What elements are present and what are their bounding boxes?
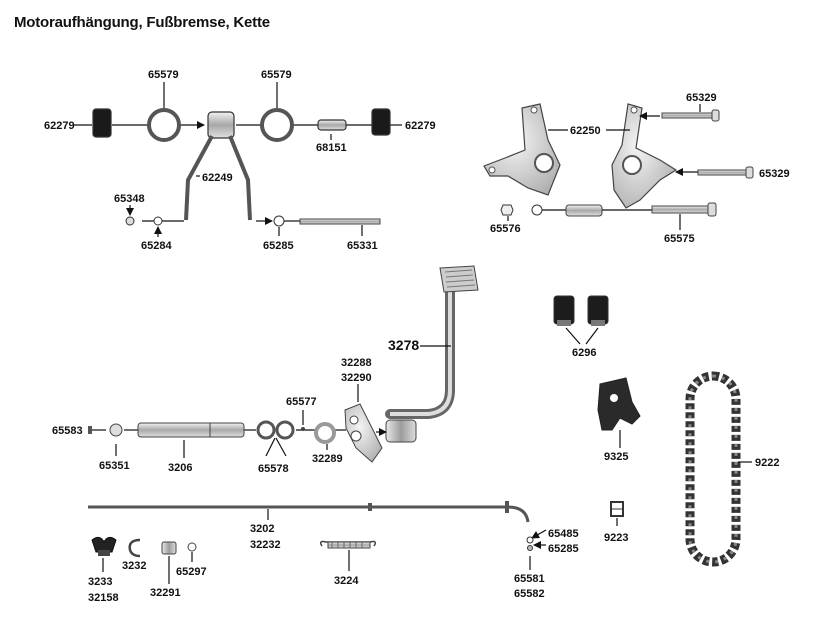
bracket-plate-right-icon (611, 103, 678, 209)
washer-ring-right-icon (260, 108, 294, 142)
drive-chain-icon (685, 371, 741, 567)
label-65577: 65577 (286, 396, 317, 408)
brake-rod-sleeve-icon (137, 422, 245, 438)
tube-spacer-icon (565, 204, 603, 217)
label-32290: 32290 (341, 372, 372, 384)
rubber-bushing-right-icon (371, 108, 391, 136)
nut-right-icon (500, 204, 514, 216)
label-65285-bot: 65285 (548, 543, 579, 555)
label-65329-mid: 65329 (759, 168, 790, 180)
label-3233: 3233 (88, 576, 112, 588)
label-68151: 68151 (316, 142, 347, 154)
label-65575: 65575 (664, 233, 695, 245)
return-spring-icon (319, 540, 377, 549)
chain-link-icon (610, 501, 624, 517)
bracket-plate-left-icon (483, 103, 561, 196)
label-65581: 65581 (514, 573, 545, 585)
label-32288: 32288 (341, 357, 372, 369)
label-62279-right: 62279 (405, 120, 436, 132)
bracket-leg-left-icon (184, 135, 214, 221)
label-32232: 32232 (250, 539, 281, 551)
rubber-block-right-icon (587, 295, 609, 325)
chain-guide-icon (597, 377, 641, 431)
label-3206: 3206 (168, 462, 192, 474)
rubber-bushing-left-icon (92, 108, 112, 138)
pedal-pad-icon (439, 265, 479, 293)
label-3224: 3224 (334, 575, 359, 587)
wing-nut-icon (91, 536, 117, 556)
label-62279-left: 62279 (44, 120, 75, 132)
bracket-plates-group (483, 103, 754, 230)
washer-a-icon (256, 420, 276, 440)
label-62249: 62249 (202, 172, 233, 184)
rubber-block-left-icon (553, 295, 575, 325)
washer-small-2-icon (273, 215, 285, 227)
brake-pedal-group (88, 265, 479, 463)
bracket-head-icon (207, 111, 235, 139)
label-9325: 9325 (604, 451, 628, 463)
label-65284: 65284 (141, 240, 172, 252)
lever-arm-icon (344, 403, 383, 463)
label-65582: 65582 (514, 588, 545, 600)
small-washer-icon (187, 542, 197, 552)
label-65485: 65485 (548, 528, 579, 540)
label-9223: 9223 (604, 532, 628, 544)
label-6296: 6296 (572, 347, 596, 359)
label-32289: 32289 (312, 453, 343, 465)
spacer-sleeve-icon (317, 119, 347, 131)
engine-mount-group (74, 82, 402, 237)
brake-rod-group (88, 501, 547, 584)
bolt-lower-icon (651, 205, 709, 214)
bolt-mid-icon (697, 169, 747, 176)
washer-ring-left-icon (147, 108, 181, 142)
label-65351: 65351 (99, 460, 130, 472)
label-3202: 3202 (250, 523, 274, 535)
label-65285-top: 65285 (263, 240, 294, 252)
pin-sleeve-icon (161, 541, 177, 555)
washer-small-icon (153, 216, 163, 226)
label-65579-right: 65579 (261, 69, 292, 81)
label-32291: 32291 (150, 587, 181, 599)
nut-icon (125, 216, 135, 226)
label-3278: 3278 (388, 337, 419, 353)
label-3232: 3232 (122, 560, 146, 572)
label-65579-left: 65579 (148, 69, 179, 81)
page-title: Motoraufhängung, Fußbremse, Kette (14, 14, 270, 31)
clevis-nut-icon (109, 423, 123, 437)
bolt-top-icon (661, 112, 713, 119)
label-9222: 9222 (755, 457, 779, 469)
label-65578: 65578 (258, 463, 289, 475)
label-65348: 65348 (114, 193, 145, 205)
chain-parts-group (553, 295, 752, 567)
washer-c-icon (314, 422, 336, 444)
bracket-leg-right-icon (228, 135, 252, 221)
label-65583: 65583 (52, 425, 83, 437)
label-65329-top: 65329 (686, 92, 717, 104)
long-brake-rod-icon (88, 505, 530, 523)
label-62250: 62250 (570, 125, 601, 137)
spring-clip-icon (128, 538, 141, 558)
washer-right-icon (531, 204, 543, 216)
label-32158: 32158 (88, 592, 119, 604)
washer-b-icon (275, 420, 295, 440)
label-65576: 65576 (490, 223, 521, 235)
bolt-long-icon (299, 218, 381, 225)
pedal-hub-icon (385, 419, 417, 443)
label-65331: 65331 (347, 240, 378, 252)
label-65297: 65297 (176, 566, 207, 578)
